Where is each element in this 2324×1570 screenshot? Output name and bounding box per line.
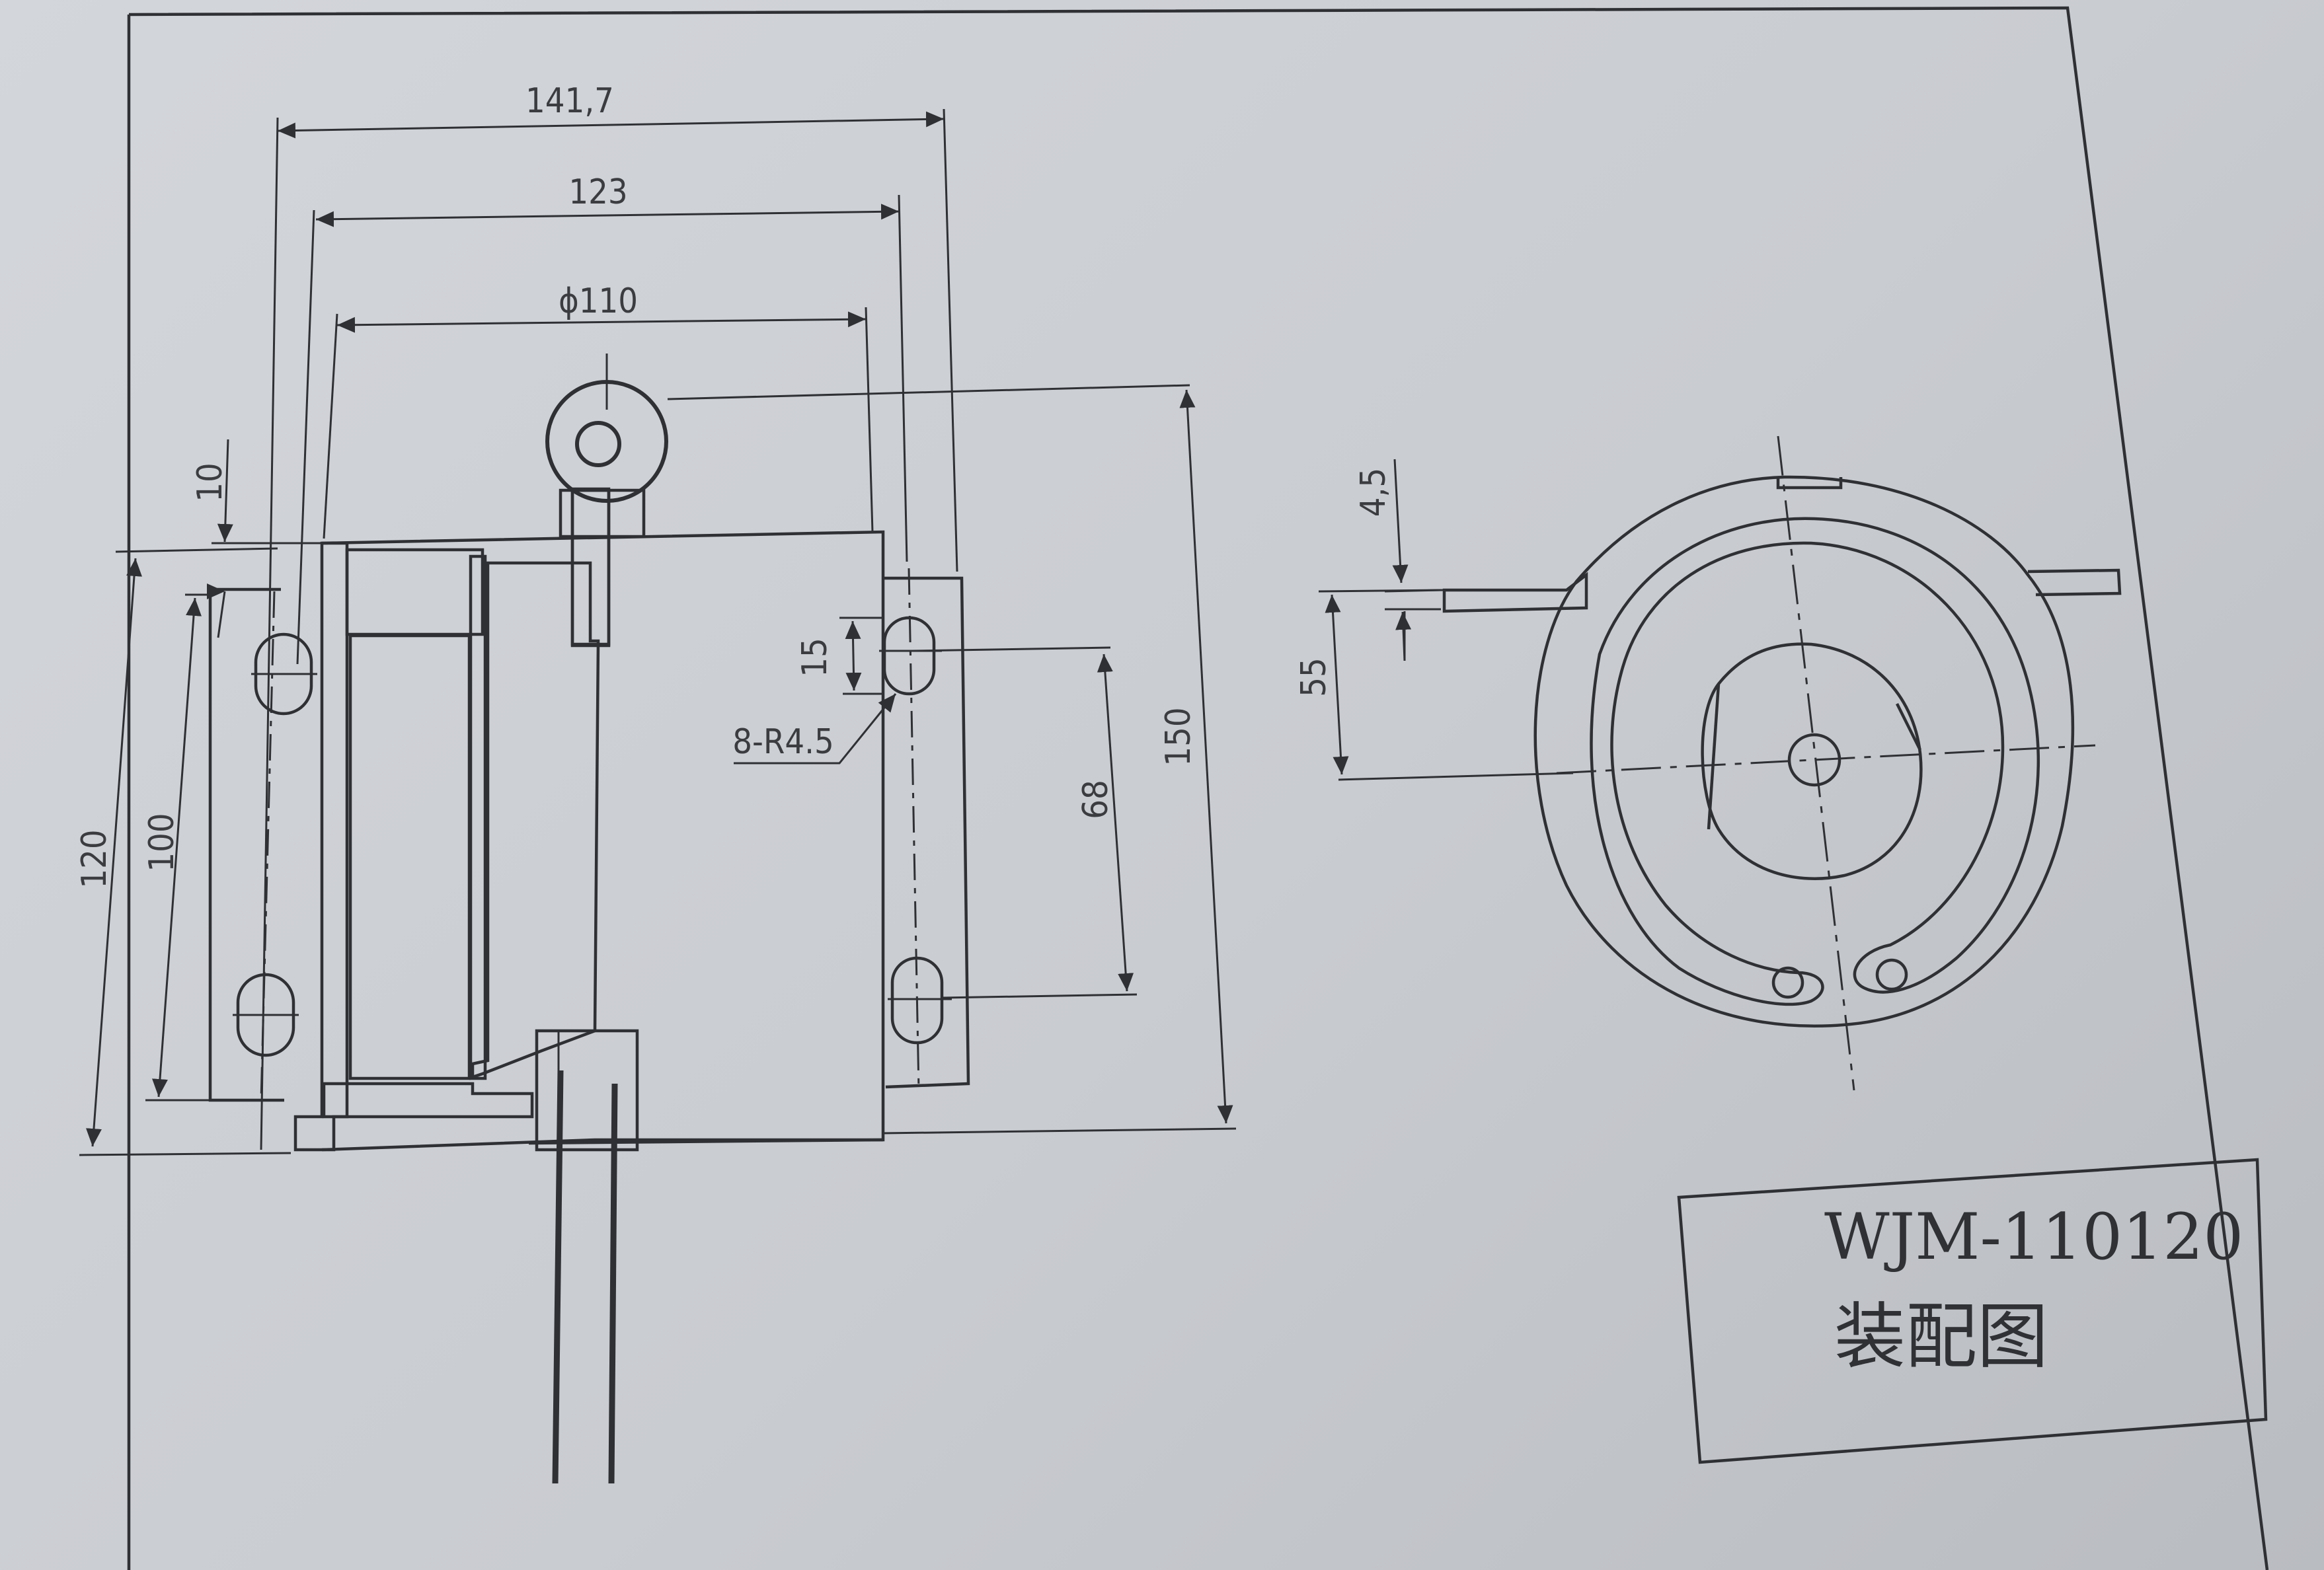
- body-outline: [321, 530, 885, 1152]
- housing-top-band: [345, 548, 484, 636]
- inner-boss: [1701, 642, 1923, 880]
- right-flange: [883, 576, 970, 1089]
- center-hole: [1787, 733, 1841, 787]
- dim-8-r4-5: 8-R4.5: [732, 722, 834, 762]
- drawing-caption: 装配图: [1834, 1296, 2048, 1378]
- dim-55: 55: [1294, 657, 1334, 697]
- horizontal-center-line: [1556, 744, 2096, 774]
- left-center-line: [260, 591, 276, 1101]
- plunger-core: [471, 561, 600, 1080]
- dim-123: 123: [568, 172, 627, 212]
- vertical-center-line: [1777, 435, 1855, 1091]
- dim-120: 120: [75, 829, 114, 888]
- terminal-box: [535, 1029, 639, 1152]
- eye-ring: [545, 380, 668, 503]
- dim-diameter-110: ϕ110: [559, 281, 638, 321]
- hatched-ring: [1590, 517, 2040, 1006]
- model-number: WJM-110120: [1824, 1200, 2243, 1274]
- front-view: 4,5 55: [1294, 435, 2122, 1091]
- side-view: 141,7 123 ϕ110 10 120 100 15 8-R4.5 68 1…: [75, 81, 1237, 1484]
- dim-68: 68: [1076, 780, 1116, 819]
- outer-housing: [1533, 475, 2075, 1028]
- right-center-line: [908, 568, 920, 1091]
- dim-4-5: 4,5: [1354, 468, 1393, 517]
- dim-10: 10: [190, 463, 230, 502]
- title-block-frame: [1677, 1158, 2268, 1464]
- dim-141-7: 141,7: [525, 81, 614, 121]
- lug-hole-1: [1771, 966, 1804, 999]
- housing-bottom-band: [322, 1082, 534, 1119]
- sheet-border: [128, 6, 2269, 1570]
- lug-hole-2: [1875, 958, 1908, 991]
- dim-15: 15: [795, 638, 835, 677]
- mounting-tab-right: [2027, 568, 2122, 597]
- housing-outer: [293, 541, 349, 1152]
- dim-150: 150: [1159, 707, 1198, 766]
- dim-100: 100: [142, 813, 182, 872]
- coil-winding: [348, 634, 471, 1080]
- title-block: WJM-110120 装配图: [1677, 1158, 2268, 1464]
- partition: [469, 554, 487, 1080]
- lead-wire-1: [552, 1070, 564, 1484]
- lead-wire-2: [608, 1083, 618, 1484]
- mounting-tab-left: [1442, 572, 1588, 613]
- left-flange: [208, 587, 284, 1102]
